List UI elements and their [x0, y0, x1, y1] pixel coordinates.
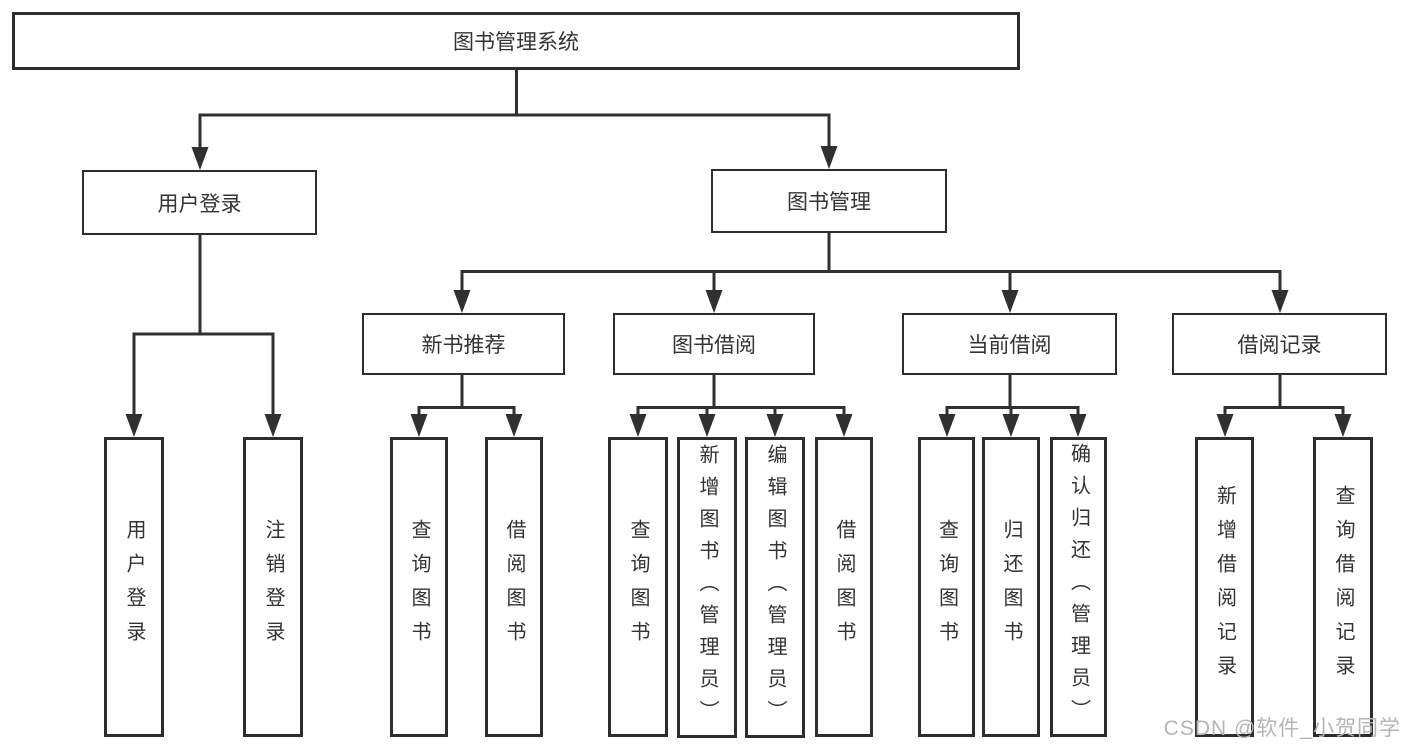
leaf-add-books-admin: 新增图书（管理员） — [677, 437, 737, 738]
node-user-login: 用户登录 — [82, 170, 317, 235]
node-borrowing-records: 借阅记录 — [1172, 313, 1387, 375]
leaf-query-borrow-record: 查询借阅记录 — [1313, 437, 1373, 737]
leaf-borrow-books: 借阅图书 — [815, 437, 873, 737]
node-library-management-system: 图书管理系统 — [12, 12, 1020, 70]
leaf-borrow-books-recommend: 借阅图书 — [485, 437, 543, 737]
leaf-query-books-recommend: 查询图书 — [390, 437, 448, 737]
leaf-confirm-return-admin: 确认归还（管理员） — [1050, 437, 1107, 737]
leaf-query-books-borrowing: 查询图书 — [608, 437, 668, 737]
node-new-book-recommendation: 新书推荐 — [362, 313, 565, 375]
leaf-user-login: 用户登录 — [104, 437, 164, 737]
connector-path — [132, 70, 1345, 417]
csdn-watermark: CSDN @软件_小贺同学 — [1163, 717, 1401, 740]
arrowheads — [125, 146, 1352, 437]
node-current-borrowing: 当前借阅 — [902, 313, 1117, 375]
leaf-query-books-current: 查询图书 — [918, 437, 975, 737]
node-book-management: 图书管理 — [711, 169, 947, 233]
node-book-borrowing: 图书借阅 — [613, 313, 815, 375]
leaf-edit-books-admin: 编辑图书（管理员） — [745, 437, 805, 738]
leaf-return-books: 归还图书 — [982, 437, 1040, 737]
leaf-logout: 注销登录 — [243, 437, 303, 737]
leaf-add-borrow-record: 新增借阅记录 — [1195, 437, 1254, 737]
